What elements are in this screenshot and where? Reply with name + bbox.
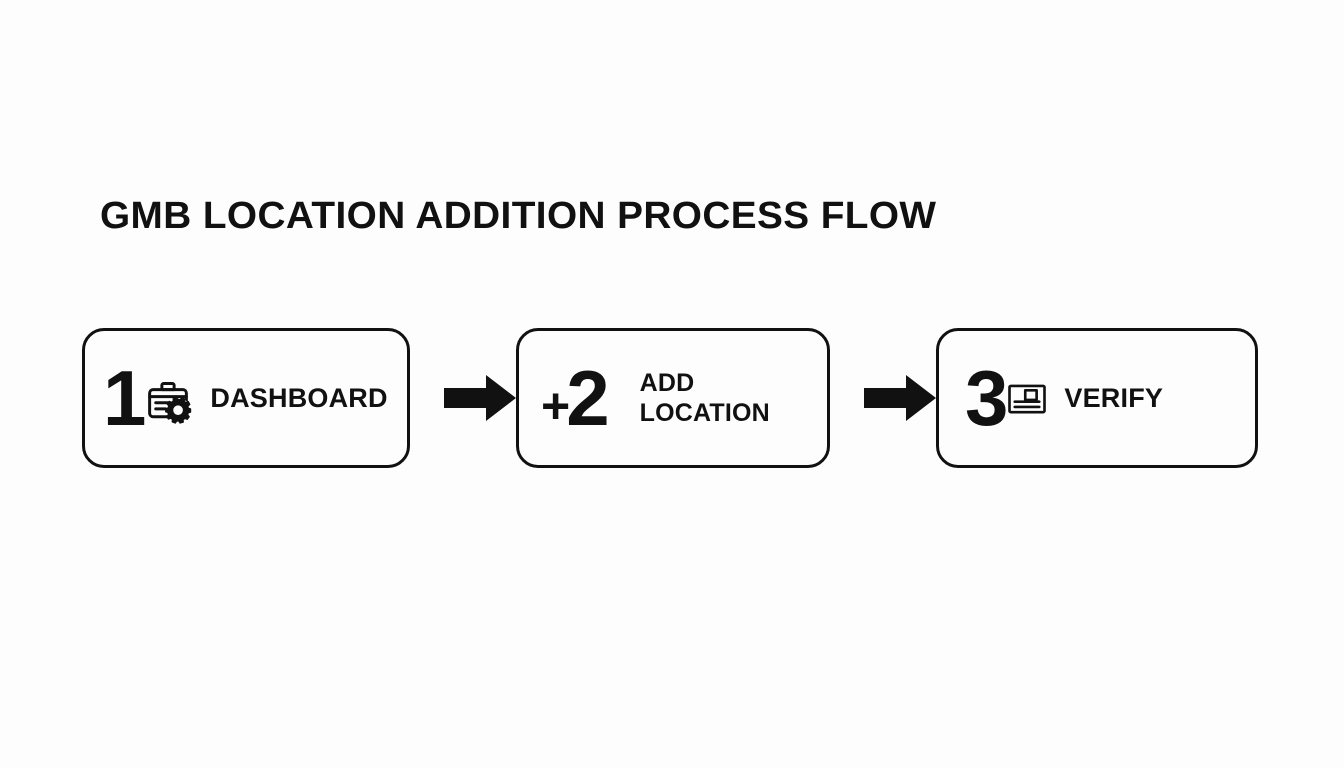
step-label-verify: VERIFY — [1064, 382, 1164, 413]
step-number-2-digit: 2 — [566, 354, 609, 442]
arrow-right-icon — [864, 375, 936, 421]
page-title: GMB LOCATION ADDITION PROCESS FLOW — [100, 195, 937, 237]
process-flow-row: 1 — [82, 328, 1258, 468]
step-number-3: 3 — [965, 354, 1008, 442]
step-box-dashboard[interactable]: 1 — [82, 328, 410, 468]
step-content-verify: 3 VERIFY — [965, 359, 1163, 437]
plus-sign: + — [541, 378, 570, 434]
arrow-right-icon — [444, 375, 516, 421]
step-number-2: +2 — [541, 354, 610, 442]
arrow-connector-1 — [444, 370, 516, 426]
step-content-add-location: +2 ADD LOCATION — [541, 359, 770, 437]
dashboard-briefcase-gear-icon — [140, 373, 196, 429]
step-label-dashboard: DASHBOARD — [210, 382, 388, 413]
step-box-add-location[interactable]: +2 ADD LOCATION — [516, 328, 830, 468]
step-number-1: 1 — [103, 354, 146, 442]
step-content-dashboard: 1 — [103, 359, 388, 437]
id-card-icon — [1006, 378, 1048, 420]
step-label-add-location: ADD LOCATION — [639, 368, 770, 428]
step-box-verify[interactable]: 3 VERIFY — [936, 328, 1258, 468]
arrow-connector-2 — [864, 370, 936, 426]
